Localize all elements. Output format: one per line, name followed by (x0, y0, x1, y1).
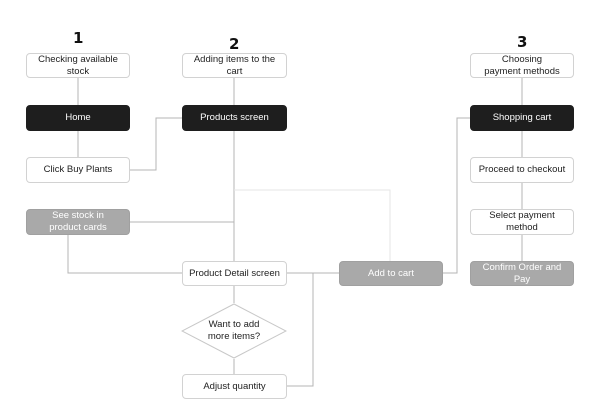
column-3-header: Choosing payment methods (470, 53, 574, 78)
proceed-checkout-node: Proceed to checkout (470, 157, 574, 183)
column-2-number: 2 (229, 35, 240, 53)
column-3-number: 3 (517, 33, 528, 51)
product-detail-node: Product Detail screen (182, 261, 287, 286)
column-1-number: 1 (73, 29, 84, 47)
decision-diamond (181, 303, 287, 359)
see-stock-node: See stock in product cards (26, 209, 130, 235)
select-payment-node: Select payment method (470, 209, 574, 235)
click-buy-plants-node: Click Buy Plants (26, 157, 130, 183)
want-to-add-label: Want to add more items? (207, 319, 261, 342)
confirm-order-node: Confirm Order and Pay (470, 261, 574, 286)
shopping-cart-node: Shopping cart (470, 105, 574, 131)
home-node: Home (26, 105, 130, 131)
add-to-cart-node: Add to cart (339, 261, 443, 286)
column-1-header: Checking available stock (26, 53, 130, 78)
column-2-header: Adding items to the cart (182, 53, 287, 78)
products-screen-node: Products screen (182, 105, 287, 131)
adjust-quantity-node: Adjust quantity (182, 374, 287, 399)
